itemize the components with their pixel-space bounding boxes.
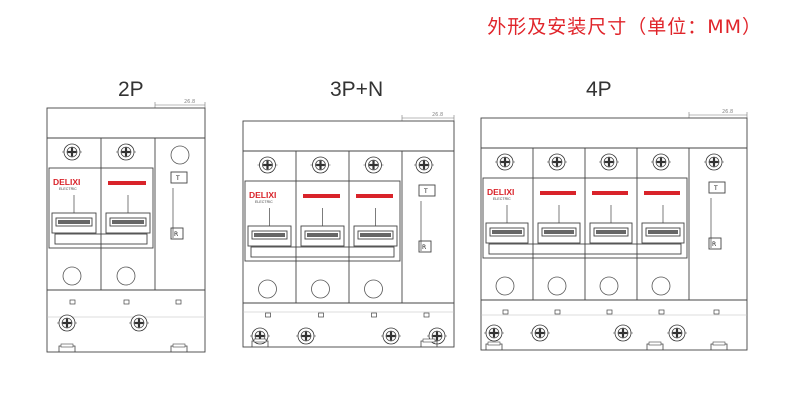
terminal-screw-icon — [599, 153, 619, 171]
lower-hole-icon — [599, 276, 619, 296]
brand-sub: ELECTRIC — [255, 200, 273, 204]
brand-logo: DELIXI — [249, 190, 276, 200]
lower-hole-icon — [495, 276, 515, 296]
handle-band — [644, 191, 680, 195]
terminal-screw-icon — [495, 153, 515, 171]
faceplate — [482, 177, 688, 259]
trip-bar — [54, 233, 148, 245]
indicator-t-label: T — [423, 188, 428, 195]
indicator-r — [418, 240, 432, 253]
indicator-t — [170, 171, 188, 184]
bottom-screw-icon — [484, 324, 504, 342]
breaker-label-3pn: 3P+N — [330, 78, 384, 101]
brand-logo: DELIXI — [53, 177, 80, 187]
faceplate — [48, 167, 154, 249]
dimension-line — [154, 102, 206, 108]
lower-hole-icon — [62, 266, 82, 286]
terminal-screw-icon — [414, 156, 434, 174]
bottom-screw-icon — [381, 327, 401, 345]
dimension-label: 26.8 — [184, 99, 195, 105]
lower-hole-icon — [258, 279, 277, 299]
trip-bar — [488, 243, 682, 255]
trip-bar — [250, 246, 395, 258]
indicator-r-label: R — [174, 231, 178, 238]
page-title: 外形及安装尺寸（单位：MM） — [487, 16, 762, 38]
indicator-t-label: T — [175, 175, 180, 182]
indicator-r-label: R — [712, 241, 716, 248]
handle-band — [303, 194, 340, 198]
lower-hole-icon — [311, 279, 330, 299]
neutral-hole-icon — [170, 145, 190, 165]
terminal-screw-icon — [62, 143, 82, 161]
bottom-screw-icon — [530, 324, 550, 342]
handle-band — [592, 191, 628, 195]
indicator-t-label: T — [713, 185, 718, 192]
bottom-screw-icon — [57, 314, 77, 332]
indicator-r-label: R — [422, 244, 426, 251]
indicator-r — [708, 237, 722, 250]
terminal-screw-icon — [116, 143, 136, 161]
dimension-line — [688, 112, 748, 118]
bottom-screw-icon — [667, 324, 687, 342]
bottom-screw-icon — [613, 324, 633, 342]
housing — [242, 120, 455, 348]
faceplate — [244, 180, 401, 262]
breaker-label-4p: 4P — [586, 78, 612, 101]
housing — [46, 107, 206, 353]
lower-hole-icon — [364, 279, 383, 299]
lower-hole-icon — [651, 276, 671, 296]
handle-band — [356, 194, 393, 198]
lower-hole-icon — [547, 276, 567, 296]
handle-band — [108, 181, 146, 185]
bottom-screw-icon — [129, 314, 149, 332]
indicator-r — [170, 227, 184, 240]
brand-logo: DELIXI — [487, 187, 514, 197]
dimension-label: 26.8 — [432, 112, 443, 118]
bottom-screw-icon — [296, 327, 316, 345]
indicator-t — [708, 181, 726, 194]
lower-hole-icon — [116, 266, 136, 286]
housing — [480, 117, 748, 351]
terminal-screw-icon — [547, 153, 567, 171]
terminal-screw-icon — [651, 153, 671, 171]
brand-sub: ELECTRIC — [493, 197, 511, 201]
terminal-screw-icon — [363, 156, 384, 174]
breaker-label-2p: 2P — [118, 78, 144, 101]
dimension-label: 26.8 — [722, 109, 733, 115]
terminal-screw-icon — [310, 156, 331, 174]
brand-sub: ELECTRIC — [59, 187, 77, 191]
indicator-t — [418, 184, 436, 197]
terminal-screw-icon — [257, 156, 278, 174]
dimension-line — [401, 115, 455, 121]
handle-band — [540, 191, 576, 195]
terminal-screw-icon — [704, 153, 724, 171]
